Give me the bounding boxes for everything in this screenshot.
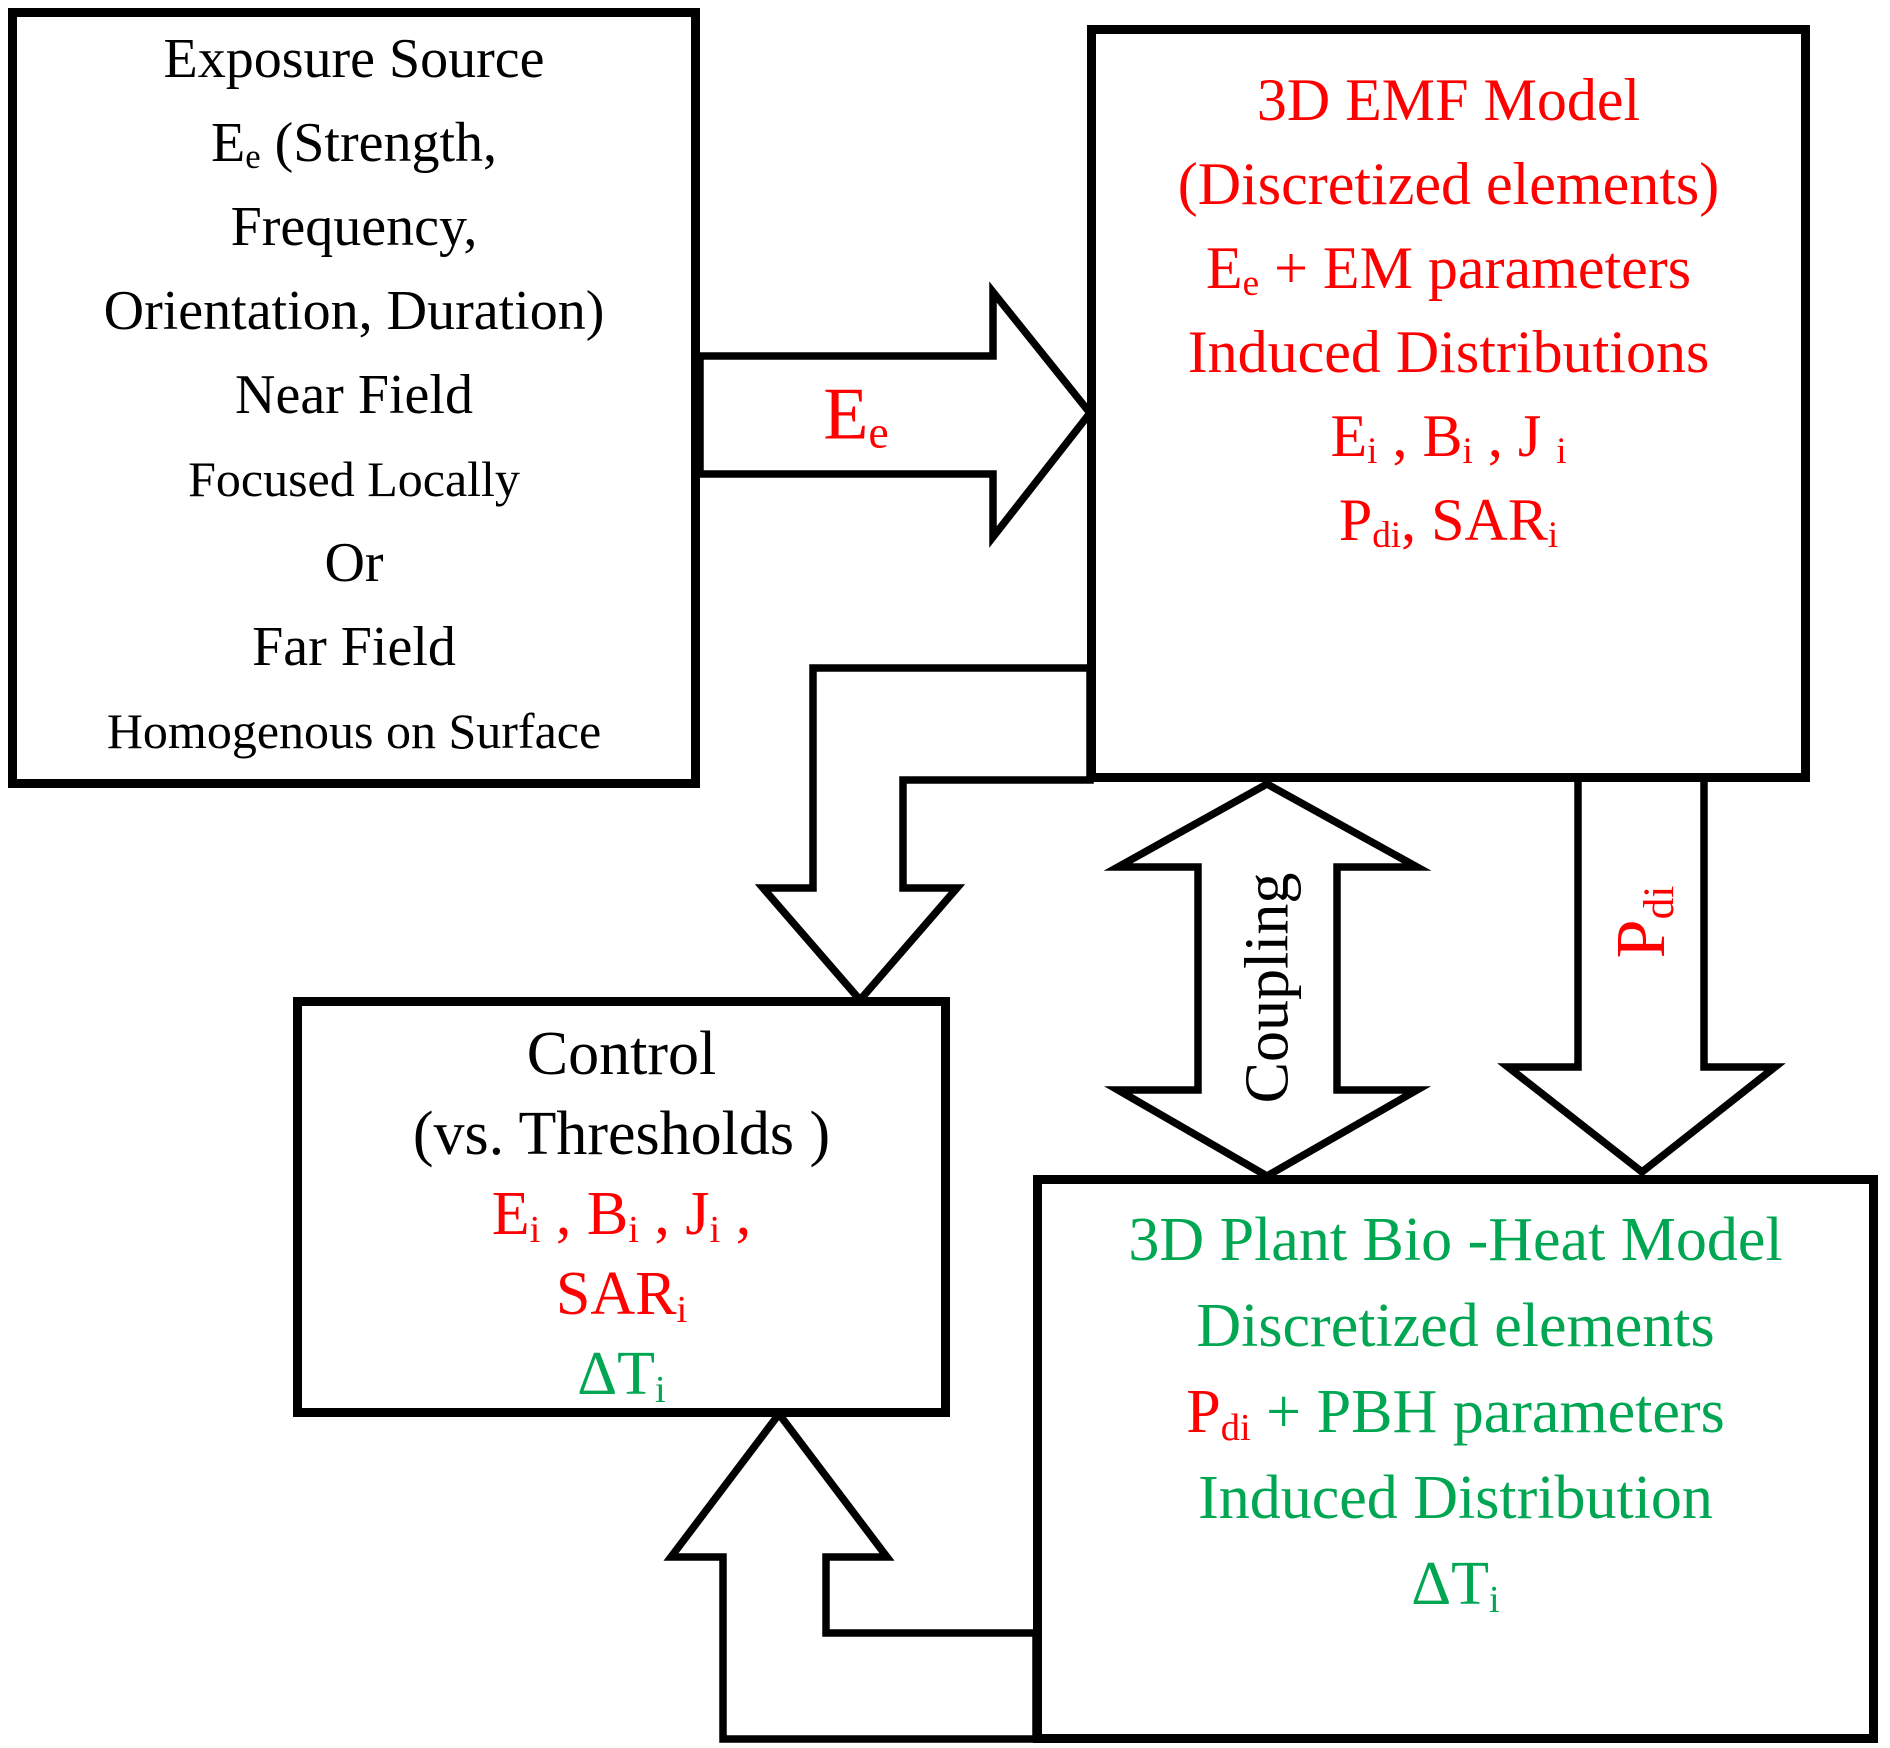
- control-line: Control: [526, 1020, 717, 1088]
- emf-line: Ei , Bi , J i: [1330, 403, 1567, 473]
- exposure-line: Homogenous on Surface: [106, 703, 602, 759]
- pdi-arrow-label: Pdi: [1603, 885, 1683, 959]
- exposure-line: Frequency,: [230, 196, 478, 258]
- ee-arrow: [696, 281, 1095, 548]
- control-line: (vs. Thresholds ): [412, 1100, 831, 1168]
- emf-line: Ee + EM parameters: [1205, 235, 1692, 305]
- bioheat-line: ΔTi: [1411, 1550, 1500, 1621]
- emf-model-box: 3D EMF Model (Discretized elements) Ee +…: [1087, 25, 1810, 782]
- coupling-arrow-label: Coupling: [1233, 872, 1302, 1104]
- pdi-arrow: [1497, 774, 1786, 1177]
- bioheat-line: 3D Plant Bio -Heat Model: [1128, 1206, 1783, 1274]
- exposure-line: Or: [324, 532, 384, 594]
- exposure-line: Exposure Source: [163, 28, 545, 90]
- exposure-line: Focused Locally: [188, 451, 520, 507]
- bioheat-pdi-text: Pdi: [1186, 1378, 1251, 1449]
- bioheat-model-box: 3D Plant Bio -Heat Model Discretized ele…: [1033, 1175, 1878, 1743]
- bioheat-param-text: + PBH parameters: [1250, 1378, 1725, 1446]
- emf-to-control-arrow: [754, 664, 1094, 1006]
- bioheat-line: Induced Distribution: [1198, 1464, 1713, 1532]
- bioheat-line: Discretized elements: [1196, 1292, 1715, 1360]
- control-line: Ei , Bi , Ji ,: [491, 1180, 752, 1251]
- emf-line: Pdi, SARi: [1338, 487, 1559, 557]
- bioheat-line: Pdi + PBH parameters: [1042, 1369, 1869, 1455]
- control-line: ΔTi: [577, 1340, 666, 1411]
- emf-line: (Discretized elements): [1177, 151, 1720, 217]
- exposure-line: Orientation, Duration): [103, 280, 605, 342]
- bioheat-to-control-arrow: [663, 1407, 1040, 1743]
- emf-line: 3D EMF Model: [1256, 67, 1641, 133]
- exposure-line: Far Field: [252, 616, 456, 678]
- control-box: Control (vs. Thresholds ) Ei , Bi , Ji ,…: [293, 997, 950, 1417]
- exposure-source-box: Exposure Source Ee (Strength, Frequency,…: [8, 8, 700, 788]
- control-line: SARi: [555, 1260, 688, 1331]
- exposure-line: Ee (Strength,: [210, 112, 498, 176]
- ee-arrow-label: Ee: [823, 373, 889, 458]
- emf-line: Induced Distributions: [1187, 319, 1710, 385]
- exposure-line: Near Field: [235, 364, 473, 426]
